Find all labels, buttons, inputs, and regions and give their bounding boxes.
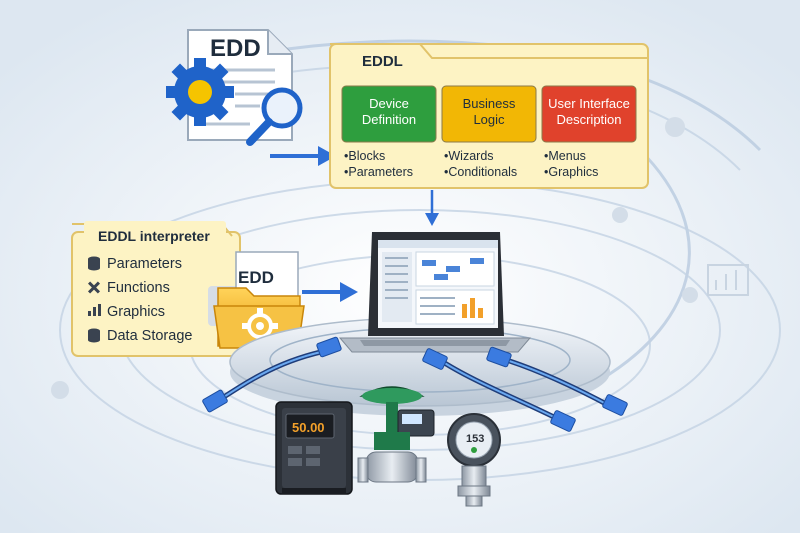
edd-folder-label: EDD [238, 268, 274, 287]
eddl-column-header-box [441, 85, 537, 143]
drive-device: 50.00 [275, 401, 353, 495]
eddl-column-item: •Blocks [344, 149, 385, 163]
laptop [338, 232, 532, 353]
cable-connector-icons [202, 336, 628, 432]
eddl-column-header-line2: Logic [473, 112, 505, 127]
arrow-eddl-to-laptop [425, 190, 439, 226]
eddl-column-item: •Menus [544, 149, 586, 163]
svg-text:EDDL interpreter: EDDL interpreter [98, 228, 210, 244]
bar-chart-icon [88, 304, 101, 316]
tools-icon [87, 281, 101, 294]
interpreter-item: Data Storage [88, 328, 192, 344]
background-chart-icon [707, 264, 749, 296]
interpreter-item-label: Data Storage [107, 328, 192, 344]
interpreter-item-label: Functions [107, 280, 170, 296]
interpreter-item-label: Parameters [107, 256, 182, 272]
edd-document-label: EDD [210, 35, 261, 62]
interpreter-item: Graphics [88, 304, 165, 320]
transmitter-display: 153 [466, 433, 484, 445]
eddl-column-item: •Graphics [544, 165, 598, 179]
eddl-column-header-box [541, 85, 637, 143]
background-gears [51, 117, 698, 399]
gear-icon [166, 58, 234, 126]
database-icon [88, 328, 100, 343]
eddl-column-header-line1: User Interface [548, 96, 630, 111]
interpreter-item: Functions [87, 280, 170, 296]
eddl-column-item: •Parameters [344, 165, 413, 179]
database-icon [88, 256, 100, 271]
network-cables [213, 347, 613, 423]
magnifier-icon [246, 87, 303, 146]
eddl-column-header-line2: Definition [362, 112, 416, 127]
drive-display: 50.00 [292, 420, 325, 435]
eddl-column-item: •Wizards [444, 149, 494, 163]
interpreter-item-label: Graphics [107, 304, 165, 320]
eddl-column-header-line2: Description [556, 112, 621, 127]
control-valve-device [357, 386, 435, 483]
laptop-screen-content [382, 251, 495, 325]
eddl-column-header-box [341, 85, 437, 143]
arrow-interpreter-to-laptop [302, 282, 358, 302]
interpreter-item: Parameters [88, 256, 182, 272]
eddl-column-item: •Conditionals [444, 165, 517, 179]
eddl-column-header-line1: Device [369, 96, 409, 111]
interpreter-panel: EDDL interpreter ParametersFunctionsGrap… [71, 221, 241, 357]
eddl-panel-title: EDDL [362, 53, 403, 70]
arrow-to-eddl [270, 146, 336, 166]
pressure-transmitter-device: 153 [447, 413, 501, 507]
interpreter-panel-title: EDDL interpreter [98, 228, 210, 244]
eddl-column-header-line1: Business [463, 96, 516, 111]
